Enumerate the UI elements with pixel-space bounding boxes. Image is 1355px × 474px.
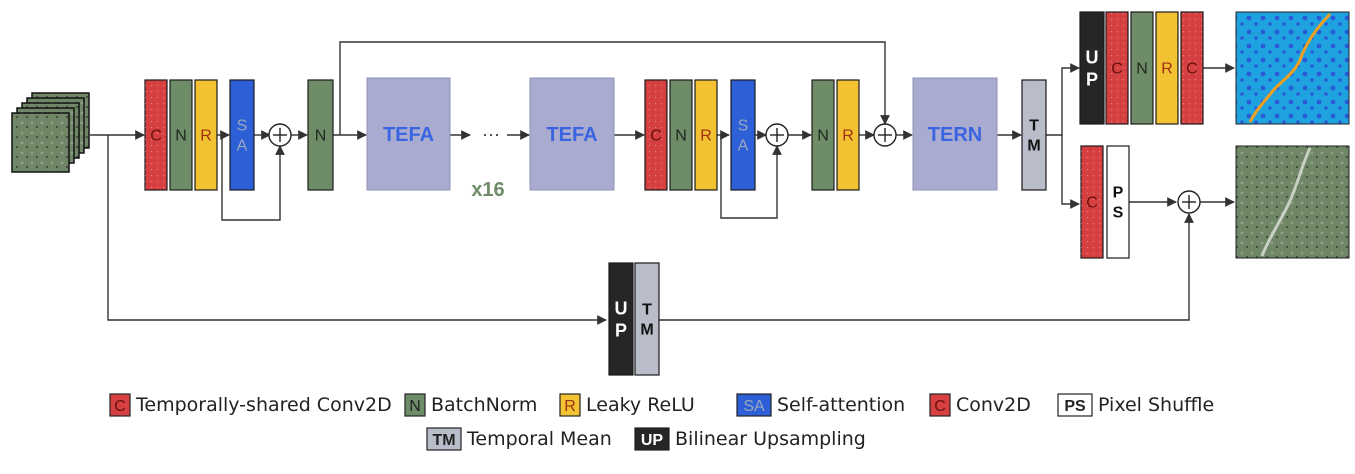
batchnorm-block-5-label: N	[1136, 61, 1148, 78]
legend-label: Conv2D	[956, 394, 1031, 416]
temporal-mean-block-2: TM	[634, 262, 660, 376]
temporal-mean-block-1-label: M	[1027, 138, 1040, 155]
legend-badge: N	[409, 398, 421, 415]
legend-label: Temporal Mean	[466, 428, 612, 450]
legend-label: BatchNorm	[431, 394, 537, 416]
sum-node-1	[268, 123, 292, 147]
conv-shared-block-1: C	[144, 79, 168, 191]
upsampling-block-1-label: U	[1086, 47, 1099, 67]
conv2d-block-2-label: C	[1186, 61, 1198, 78]
legend-badge: PS	[1064, 398, 1086, 415]
sum-node-4	[1177, 190, 1201, 214]
sum-node-2	[765, 123, 789, 147]
legend-swatch	[736, 393, 772, 417]
tefa-block-first-label: TEFA	[383, 124, 434, 146]
legend-label: Leaky ReLU	[586, 394, 695, 416]
tefa-block-last-label: TEFA	[546, 124, 597, 146]
batchnorm-block-2-label: N	[315, 128, 327, 145]
self-attention-block-1-label: A	[237, 138, 248, 155]
conv-shared-block-2: C	[644, 79, 668, 191]
legend-item-row1-0: C Temporally-shared Conv2D	[109, 393, 392, 417]
legend-label: Pixel Shuffle	[1098, 394, 1214, 416]
self-attention-block-2-label: A	[738, 138, 749, 155]
leaky-relu-block-1-label: R	[200, 128, 212, 145]
conv2d-block-3-label: C	[1086, 195, 1098, 212]
batchnorm-block-4: N	[811, 79, 835, 191]
conv2d-block-1-label: C	[1111, 61, 1123, 78]
conv2d-block-1: C	[1105, 11, 1129, 125]
repeat-count: x16	[471, 179, 504, 201]
pixel-shuffle-block-label: S	[1113, 205, 1124, 222]
leaky-relu-block-3-label: R	[842, 128, 854, 145]
batchnorm-block-5: N	[1130, 11, 1154, 125]
reconstruction-output-image	[1235, 145, 1350, 259]
upsampling-block-1-label: P	[1086, 69, 1098, 89]
legend-swatch	[426, 427, 462, 451]
leaky-relu-block-3: R	[836, 79, 860, 191]
legend-label: Bilinear Upsampling	[675, 428, 866, 450]
sum-node-3	[873, 123, 897, 147]
connections	[90, 41, 1235, 325]
legend-item-row1-2: R Leaky ReLU	[559, 393, 695, 417]
legend-item-row2-0: TM Temporal Mean	[426, 427, 612, 451]
temporal-mean-block-1: TM	[1021, 79, 1047, 191]
conv2d-block-2: C	[1180, 11, 1204, 125]
tefa-block-first: TEFA	[366, 77, 451, 191]
batchnorm-block-1-label: N	[175, 128, 187, 145]
leaky-relu-block-2: R	[694, 79, 718, 191]
conv-shared-block-1-label: C	[150, 128, 162, 145]
legend-badge: C	[934, 398, 946, 415]
conv-shared-block-2-label: C	[650, 128, 662, 145]
upsampling-block-2-label: P	[615, 320, 627, 340]
legend-badge: R	[564, 398, 576, 415]
pixel-shuffle-block: PS	[1106, 145, 1130, 259]
batchnorm-block-3-label: N	[675, 128, 687, 145]
pixel-shuffle-block-label: P	[1113, 185, 1124, 202]
legend-item-row1-1: N BatchNorm	[404, 393, 537, 417]
temporal-mean-block-2-label: M	[640, 322, 653, 339]
segmentation-output-image	[1235, 11, 1350, 125]
tern-block: TERN	[912, 77, 998, 191]
batchnorm-block-3: N	[669, 79, 693, 191]
legend-item-row1-5: PS Pixel Shuffle	[1057, 393, 1214, 417]
legend-badge: C	[114, 398, 126, 415]
ellipsis: ···	[482, 124, 500, 144]
leaky-relu-block-4: R	[1155, 11, 1179, 125]
upsampling-block-2-label: U	[615, 298, 628, 318]
leaky-relu-block-2-label: R	[700, 128, 712, 145]
self-attention-block-1-label: S	[237, 118, 248, 135]
upsampling-block-2: UP	[608, 262, 634, 376]
upsampling-block-1: UP	[1079, 11, 1105, 125]
legend-swatch	[929, 393, 951, 417]
input-image-stack	[11, 92, 90, 173]
batchnorm-block-4-label: N	[817, 128, 829, 145]
legend-swatch	[404, 393, 426, 417]
temporal-mean-block-2-label: T	[642, 302, 652, 319]
batchnorm-block-1: N	[169, 79, 193, 191]
legend-item-row2-1: UP Bilinear Upsampling	[634, 427, 866, 451]
legend-label: Self-attention	[777, 394, 905, 416]
conv2d-block-3: C	[1080, 145, 1104, 259]
self-attention-block-2: SA	[730, 79, 756, 191]
legend-item-row1-4: C Conv2D	[929, 393, 1031, 417]
legend-swatch	[1057, 393, 1093, 417]
legend-label: Temporally-shared Conv2D	[135, 394, 392, 416]
tefa-block-last: TEFA	[529, 77, 615, 191]
leaky-relu-block-1: R	[194, 79, 218, 191]
legend-swatch	[109, 393, 131, 417]
legend-badge: SA	[743, 398, 765, 415]
legend-item-row1-3: SA Self-attention	[736, 393, 905, 417]
legend-swatch	[634, 427, 670, 451]
legend-swatch	[559, 393, 581, 417]
tern-block-label: TERN	[928, 124, 982, 146]
leaky-relu-block-4-label: R	[1161, 61, 1173, 78]
legend-badge: UP	[641, 432, 664, 449]
batchnorm-block-2: N	[307, 79, 334, 191]
temporal-mean-block-1-label: T	[1029, 118, 1039, 135]
self-attention-block-2-label: S	[738, 118, 749, 135]
legend-badge: TM	[432, 432, 455, 449]
self-attention-block-1: SA	[229, 79, 255, 191]
